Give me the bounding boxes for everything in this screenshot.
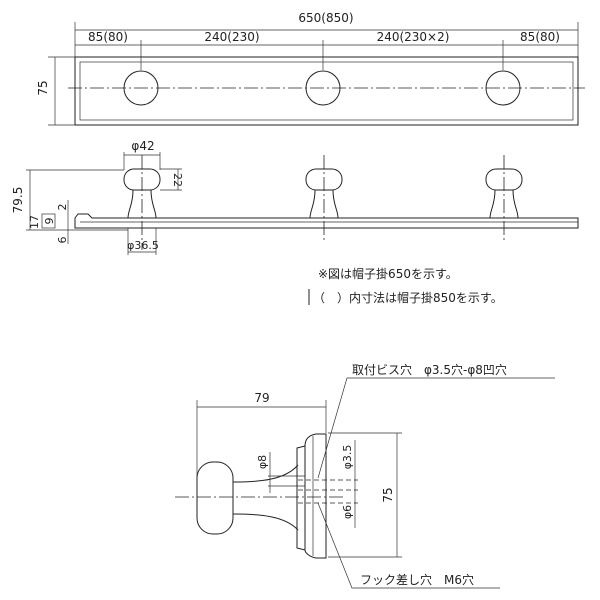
top-view: 650(850) 85(80) 240(230) 240(230×2) 85(8… — [36, 11, 585, 126]
segment-label: 85(80) — [88, 30, 128, 44]
side-view: φ42 22 79.5 17 9 2 6 φ36.5 — [11, 139, 579, 255]
note-line-2: （ ）内寸法は帽子掛850を示す。 — [313, 290, 503, 305]
note-line-1: ※図は帽子掛650を示す。 — [318, 266, 458, 281]
hook-stem — [232, 464, 299, 531]
screw-hole-label: 取付ビス穴 φ3.5穴-φ8凹穴 — [352, 362, 507, 377]
screw-hole-leader — [317, 377, 555, 479]
phi3.5-label: φ3.5 — [341, 445, 354, 470]
dim-9-label: 9 — [43, 218, 56, 225]
segment-label: 240(230×2) — [377, 30, 450, 44]
base-diameter-label: φ36.5 — [127, 239, 159, 252]
head-height-label: 22 — [171, 173, 184, 187]
depth-label: 79 — [254, 391, 269, 405]
dim-2-label: 2 — [56, 204, 69, 211]
height-label: 75 — [36, 80, 50, 95]
phi8-label: φ8 — [256, 455, 269, 469]
hook-head — [196, 461, 234, 535]
rail-height-label: 17 — [28, 215, 41, 229]
hook-hole-label: フック差し穴 M6穴 — [360, 572, 474, 587]
hook-hole — [485, 70, 521, 106]
rail-outline — [74, 56, 579, 126]
height-label: 75 — [381, 487, 395, 502]
hook-hole — [123, 70, 159, 106]
phi6-label: φ6 — [341, 505, 354, 519]
segment-label: 240(230) — [204, 30, 259, 44]
total-height-label: 79.5 — [11, 187, 25, 214]
rail-side — [74, 213, 579, 229]
notes: ※図は帽子掛650を示す。 （ ）内寸法は帽子掛850を示す。 — [308, 266, 503, 305]
detail-view: 79 φ8 φ3.5 φ6 75 取付ビス穴 φ3.5穴-φ8凹穴 フック差し穴… — [175, 362, 555, 589]
segment-label: 85(80) — [520, 30, 560, 44]
overall-width-label: 650(850) — [298, 11, 353, 25]
dim-6-label: 6 — [56, 237, 69, 244]
hook-hole-leader — [317, 502, 500, 589]
hook-hole — [305, 70, 341, 106]
head-diameter-label: φ42 — [131, 139, 154, 153]
